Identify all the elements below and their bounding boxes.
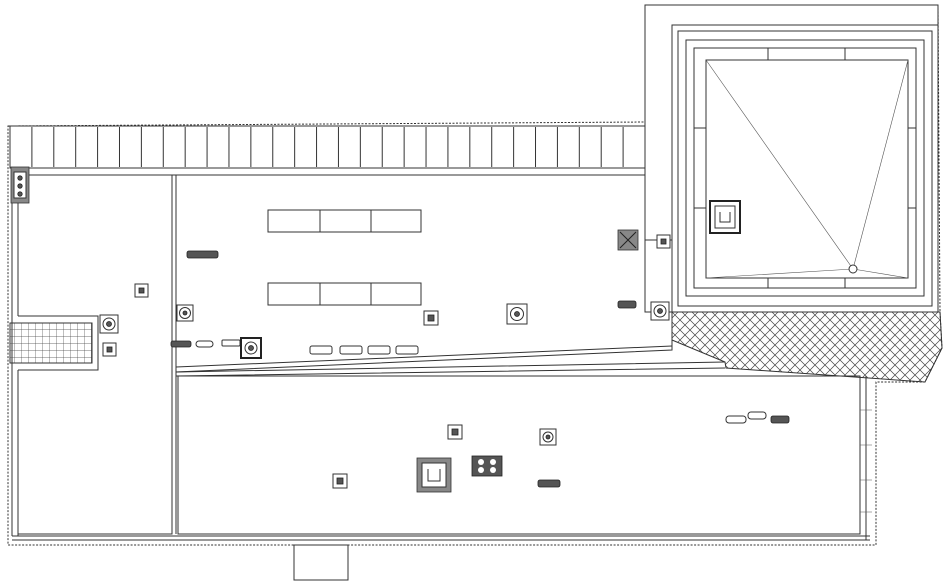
- crosshatch-area: [671, 311, 943, 383]
- bottom-stub: [293, 544, 349, 581]
- skylight-row-1: [267, 209, 422, 233]
- side-stairs: [860, 409, 872, 513]
- vent-bar: [186, 250, 219, 259]
- lower-room: [177, 375, 872, 540]
- fan-unit: [539, 428, 557, 446]
- fan-unit: [99, 314, 119, 334]
- vent-row: [309, 345, 419, 355]
- drain-unit: [134, 283, 149, 298]
- drain-unit: [102, 342, 117, 357]
- tower-hatch-unit: [709, 200, 741, 234]
- vent-bar: [537, 479, 561, 488]
- vent-bar: [770, 415, 790, 424]
- fan-unit: [506, 303, 528, 325]
- pipe-fitting: [195, 340, 214, 348]
- skylight-row-2: [267, 282, 422, 306]
- panel-strip: [9, 125, 646, 169]
- left-room: [9, 166, 177, 535]
- equipment: [99, 229, 790, 493]
- pipe-fitting: [747, 411, 767, 420]
- hatch-unit: [416, 457, 452, 493]
- pipe-fitting: [170, 340, 192, 348]
- tower-block: [644, 4, 939, 313]
- pipe-fitting: [725, 415, 747, 424]
- pipe-fitting: [221, 339, 241, 347]
- fan-unit: [650, 301, 670, 321]
- grid-hatch-area: [9, 322, 93, 364]
- drain-unit: [447, 424, 463, 440]
- vent-bar: [617, 300, 637, 309]
- drain-unit: [423, 310, 439, 326]
- drain-unit: [332, 473, 348, 489]
- burner-unit: [471, 455, 503, 477]
- fan-unit: [176, 304, 194, 322]
- drain-unit: [656, 234, 671, 249]
- exhaust-unit: [617, 229, 639, 251]
- corridor: [175, 361, 726, 534]
- upper-room: [175, 174, 673, 373]
- fan-unit: [240, 337, 262, 359]
